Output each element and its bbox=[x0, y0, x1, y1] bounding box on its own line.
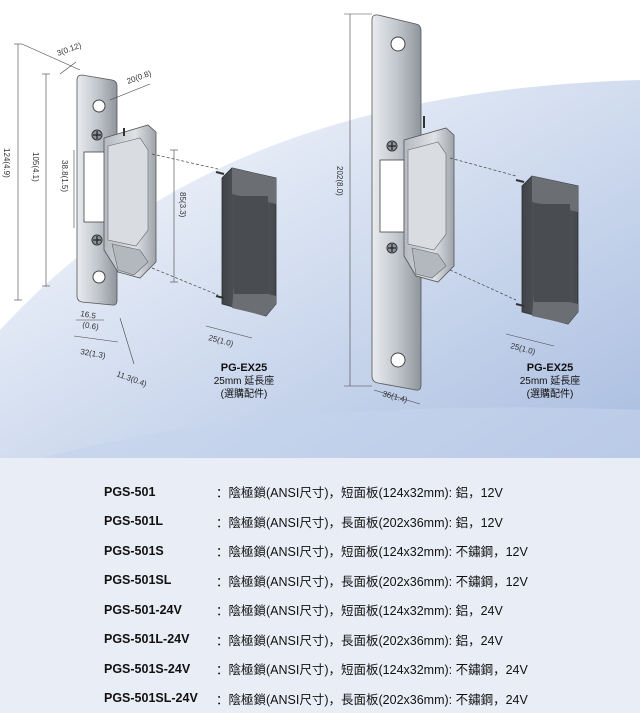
dim-202: 202(8.0) bbox=[335, 166, 344, 196]
background-wave bbox=[0, 80, 640, 460]
model-description: ：陰極鎖(ANSI尺寸)，長面板(202x36mm): 不鏽鋼，12V bbox=[216, 574, 528, 589]
accessory-model-left: PG-EX25 bbox=[220, 362, 268, 374]
list-item: PGS-501 ：陰極鎖(ANSI尺寸)，短面板(124x32mm): 鋁，12V bbox=[104, 477, 624, 507]
dim-124: 124(4.9) bbox=[2, 148, 11, 178]
accessory-note-left: (選購配件) bbox=[220, 389, 268, 400]
list-item: PGS-501SL-24V ：陰極鎖(ANSI尺寸)，長面板(202x36mm):… bbox=[104, 684, 624, 713]
model-name: PGS-501S bbox=[104, 543, 164, 558]
model-description: ：陰極鎖(ANSI尺寸)，短面板(124x32mm): 鋁，12V bbox=[216, 486, 503, 501]
dim-85: 85(3.3) bbox=[178, 192, 187, 218]
accessory-note-right: (選購配件) bbox=[526, 389, 574, 400]
dim-105: 105(4.1) bbox=[31, 152, 40, 182]
model-name: PGS-501L-24V bbox=[104, 632, 190, 647]
dim-16-5: 16.5 bbox=[80, 309, 97, 321]
model-name: PGS-501SL-24V bbox=[104, 691, 198, 706]
extension-block-right bbox=[515, 175, 579, 325]
accessory-size-right: 25mm 延長座 bbox=[519, 376, 581, 387]
model-description: ：陰極鎖(ANSI尺寸)，短面板(124x32mm): 不鏽鋼，24V bbox=[216, 663, 528, 678]
list-item: PGS-501SL ：陰極鎖(ANSI尺寸)，長面板(202x36mm): 不鏽鋼… bbox=[104, 566, 624, 596]
model-name: PGS-501-24V bbox=[104, 602, 182, 617]
model-name: PGS-501S-24V bbox=[104, 661, 191, 676]
dim-38-8: 38.8(1.5) bbox=[60, 160, 69, 192]
list-item: PGS-501S-24V ：陰極鎖(ANSI尺寸)，短面板(124x32mm): … bbox=[104, 654, 624, 684]
dim-0-6: (0.6) bbox=[82, 320, 100, 332]
model-name: PGS-501L bbox=[104, 514, 164, 529]
list-item: PGS-501S ：陰極鎖(ANSI尺寸)，短面板(124x32mm): 不鏽鋼，… bbox=[104, 536, 624, 566]
model-description: ：陰極鎖(ANSI尺寸)，短面板(124x32mm): 鋁，24V bbox=[216, 604, 503, 619]
list-item: PGS-501L ：陰極鎖(ANSI尺寸)，長面板(202x36mm): 鋁，12… bbox=[104, 507, 624, 537]
model-list: PGS-501 ：陰極鎖(ANSI尺寸)，短面板(124x32mm): 鋁，12V… bbox=[104, 477, 624, 713]
accessory-size-left: 25mm 延長座 bbox=[213, 376, 275, 387]
model-description: ：陰極鎖(ANSI尺寸)，長面板(202x36mm): 鋁，24V bbox=[216, 633, 503, 648]
model-description: ：陰極鎖(ANSI尺寸)，長面板(202x36mm): 不鏽鋼，24V bbox=[216, 692, 528, 707]
long-plate-lock bbox=[371, 14, 455, 391]
list-item: PGS-501L-24V ：陰極鎖(ANSI尺寸)，長面板(202x36mm): … bbox=[104, 625, 624, 655]
accessory-desc-left: 25mm 延長座 (選購配件) bbox=[184, 375, 304, 401]
model-description: ：陰極鎖(ANSI尺寸)，短面板(124x32mm): 不鏽鋼，12V bbox=[216, 545, 528, 560]
model-name: PGS-501 bbox=[104, 484, 156, 499]
dim-32: 32(1.3) bbox=[80, 347, 107, 360]
short-plate-lock bbox=[76, 74, 157, 306]
model-name: PGS-501SL bbox=[104, 573, 172, 588]
model-description: ：陰極鎖(ANSI尺寸)，長面板(202x36mm): 鋁，12V bbox=[216, 515, 503, 530]
extension-block-left bbox=[215, 167, 277, 317]
accessory-desc-right: 25mm 延長座 (選購配件) bbox=[490, 375, 610, 401]
list-item: PGS-501-24V ：陰極鎖(ANSI尺寸)，短面板(124x32mm): 鋁… bbox=[104, 595, 624, 625]
accessory-model-right: PG-EX25 bbox=[526, 362, 574, 374]
